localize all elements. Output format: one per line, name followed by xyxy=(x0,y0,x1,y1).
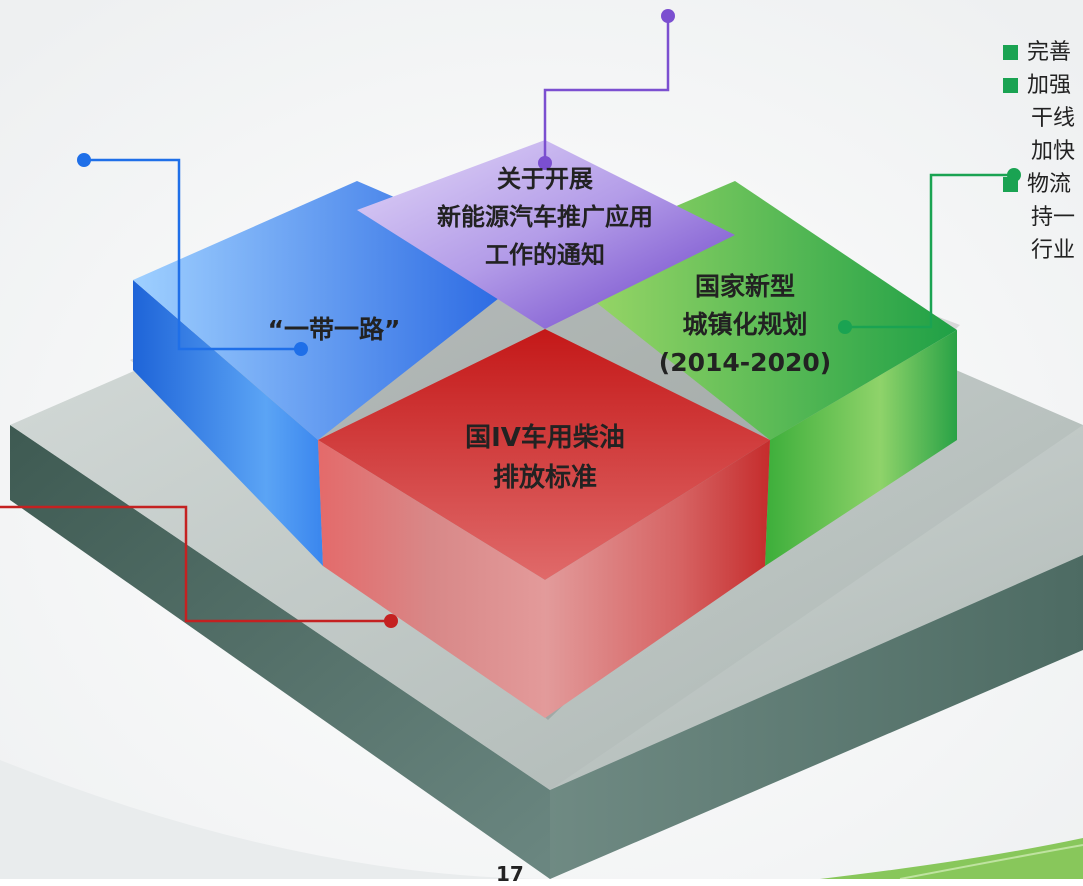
green-connector-dot-left xyxy=(838,320,852,334)
blue-connector xyxy=(77,153,308,356)
green-label-line: (2014-2020) xyxy=(658,348,832,377)
bullet-square-icon xyxy=(1003,45,1018,60)
green-label-line: 城镇化规划 xyxy=(682,310,808,339)
purple-block xyxy=(357,140,735,329)
purple-connector xyxy=(538,9,675,170)
red-connector xyxy=(0,505,398,628)
purple-label-line: 新能源汽车推广应用 xyxy=(437,203,653,231)
purple-connector-dot-top xyxy=(661,9,675,23)
right-bullet-list: 完善 加强 干线 加快 物流 持一 行业 xyxy=(1003,36,1075,267)
red-label-line: 排放标准 xyxy=(492,463,597,493)
bullet-square-icon xyxy=(1003,177,1018,192)
bullet-item: 物流 xyxy=(1003,168,1075,201)
background-swoosh xyxy=(0,760,560,879)
purple-label-line: 关于开展 xyxy=(497,165,593,193)
purple-connector-dot-bottom xyxy=(538,156,552,170)
red-connector-dot xyxy=(384,614,398,628)
green-label-line: 国家新型 xyxy=(694,272,795,301)
bullet-item: 加强 xyxy=(1003,69,1075,102)
blue-connector-dot-right xyxy=(294,342,308,356)
green-block-label: 国家新型 城镇化规划 (2014-2020) xyxy=(640,268,850,382)
blue-block-label: “一带一路” xyxy=(244,314,424,347)
blue-connector-dot-left xyxy=(77,153,91,167)
purple-label-line: 工作的通知 xyxy=(485,241,605,269)
page-number: 17 xyxy=(496,862,524,886)
background-swoosh-green xyxy=(820,838,1083,879)
purple-block-label: 关于开展 新能源汽车推广应用 工作的通知 xyxy=(390,160,700,274)
blue-label-line: “一带一路” xyxy=(267,315,401,344)
red-block-label: 国IV车用柴油 排放标准 xyxy=(440,418,650,498)
bullet-continuation: 持一 xyxy=(1031,205,1076,230)
bullet-item: 完善 xyxy=(1003,36,1075,69)
bullet-continuation: 干线 xyxy=(1031,106,1076,131)
bullet-square-icon xyxy=(1003,78,1018,93)
bullet-continuation: 加快 xyxy=(1031,139,1076,164)
bullet-continuation: 行业 xyxy=(1031,238,1076,263)
red-label-line: 国IV车用柴油 xyxy=(465,423,625,453)
red-block xyxy=(318,329,770,718)
